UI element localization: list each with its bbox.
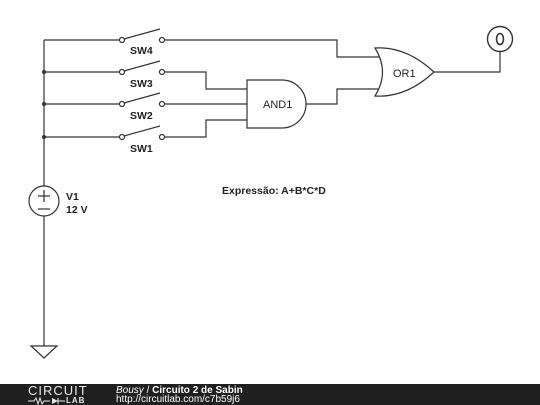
footer-bar: CIRCUIT LAB Bousy / Circuito 2 de Sabin … [0,384,540,405]
or-gate-label: OR1 [393,68,416,80]
expression-text: Expressão: A+B*C*D [222,185,326,197]
switch-sw3[interactable] [44,60,247,90]
sw1-label: SW1 [130,143,153,155]
and-gate-label: AND1 [263,99,292,111]
output-wire [434,52,501,73]
output-indicator[interactable] [486,25,514,53]
switch-sw2[interactable] [44,92,247,108]
switch-sw4[interactable] [44,28,382,58]
logo-waveform-icon [28,396,65,405]
breadcrumb: Bousy / Circuito 2 de Sabin [116,385,243,396]
circuitlab-logo[interactable]: CIRCUIT [28,383,88,398]
circuit-url-link[interactable]: http://circuitlab.com/c7b59j6 [116,394,240,405]
switch-sw1[interactable] [44,119,247,141]
schematic-canvas: SW4 SW3 SW2 SW1 AND1 OR1 [28,25,514,359]
author-link[interactable]: Bousy [116,385,144,396]
sw3-label: SW3 [130,78,153,90]
source-name-label: V1 [66,191,79,203]
ground-icon [29,345,59,359]
breadcrumb-separator: / [143,385,153,396]
or-gate[interactable] [373,47,435,97]
circuit-schematic: SW4 SW3 SW2 SW1 AND1 OR1 [28,25,514,359]
sw4-label: SW4 [130,45,153,57]
voltage-source-v1[interactable] [28,185,60,217]
and-to-or-wire [306,88,382,105]
sw2-label: SW2 [130,110,153,122]
circuit-title[interactable]: Circuito 2 de Sabin [152,385,243,396]
source-value-label: 12 V [66,204,88,216]
and-gate[interactable] [246,79,307,129]
logo-lab-text: LAB [66,396,86,405]
